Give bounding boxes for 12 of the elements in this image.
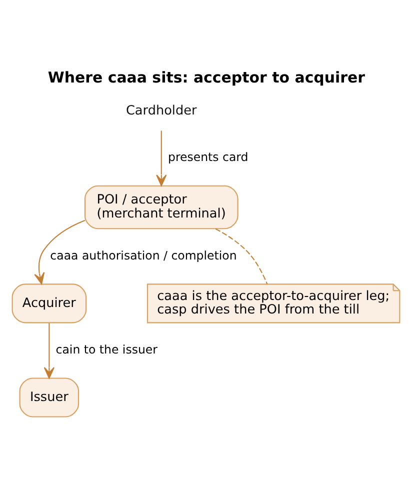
- arrow: [156, 130, 167, 186]
- node-box: Acquirer: [12, 284, 87, 324]
- arrow: [44, 323, 55, 379]
- node-box: POI / acceptor (merchant terminal): [84, 185, 238, 230]
- diagram-title: Where caaa sits: acceptor to acquirer: [48, 68, 366, 86]
- arrow: [34, 220, 86, 284]
- edge-label: presents card: [168, 150, 248, 164]
- edge-label: caaa authorisation / completion: [50, 248, 237, 262]
- edge-label: cain to the issuer: [56, 342, 158, 356]
- connector: [215, 228, 268, 284]
- node-text: Cardholder: [126, 103, 197, 118]
- node-box: Issuer: [19, 378, 80, 418]
